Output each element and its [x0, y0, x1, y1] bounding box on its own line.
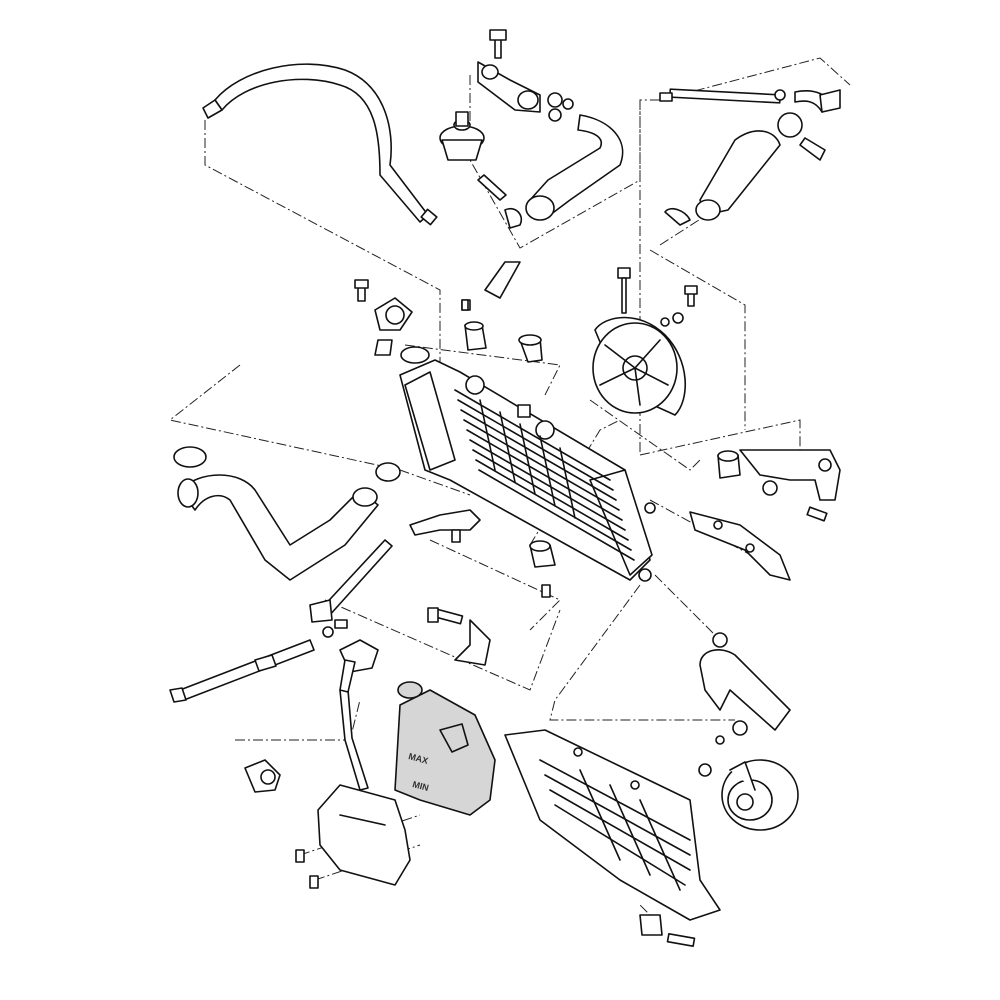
bracket-center	[409, 509, 481, 543]
water-pipe-upper-right	[659, 88, 841, 113]
radiator-core	[399, 359, 656, 582]
fan-bolts	[461, 285, 698, 327]
bracket-right	[717, 449, 841, 522]
thermostat	[439, 111, 485, 161]
grommet-lower	[529, 540, 556, 598]
reservoir-tank-cover	[295, 784, 411, 889]
reservoir-fitting	[334, 607, 491, 693]
radiator-hose-upper-left	[202, 63, 438, 226]
grommet-top	[464, 321, 487, 351]
reservoir-tank: MAX MIN	[394, 681, 496, 816]
overflow-pipe	[309, 539, 393, 638]
water-hose-right	[664, 112, 826, 226]
bracket-lower	[689, 511, 791, 581]
collar	[518, 334, 543, 363]
radiator-cap	[354, 279, 430, 364]
cooling-fan	[592, 267, 686, 416]
thermostat-housing	[477, 29, 574, 113]
hose-clamp-left	[244, 759, 281, 793]
water-pump-housing	[721, 759, 799, 831]
water-hose-upper	[477, 108, 624, 229]
radiator-guard	[504, 729, 721, 947]
tank-min-label: MIN	[411, 779, 430, 793]
water-pump-hose	[698, 632, 791, 777]
breather-hose	[461, 261, 521, 311]
radiator-hose-lower-left	[173, 446, 401, 581]
overflow-hose	[169, 639, 369, 791]
